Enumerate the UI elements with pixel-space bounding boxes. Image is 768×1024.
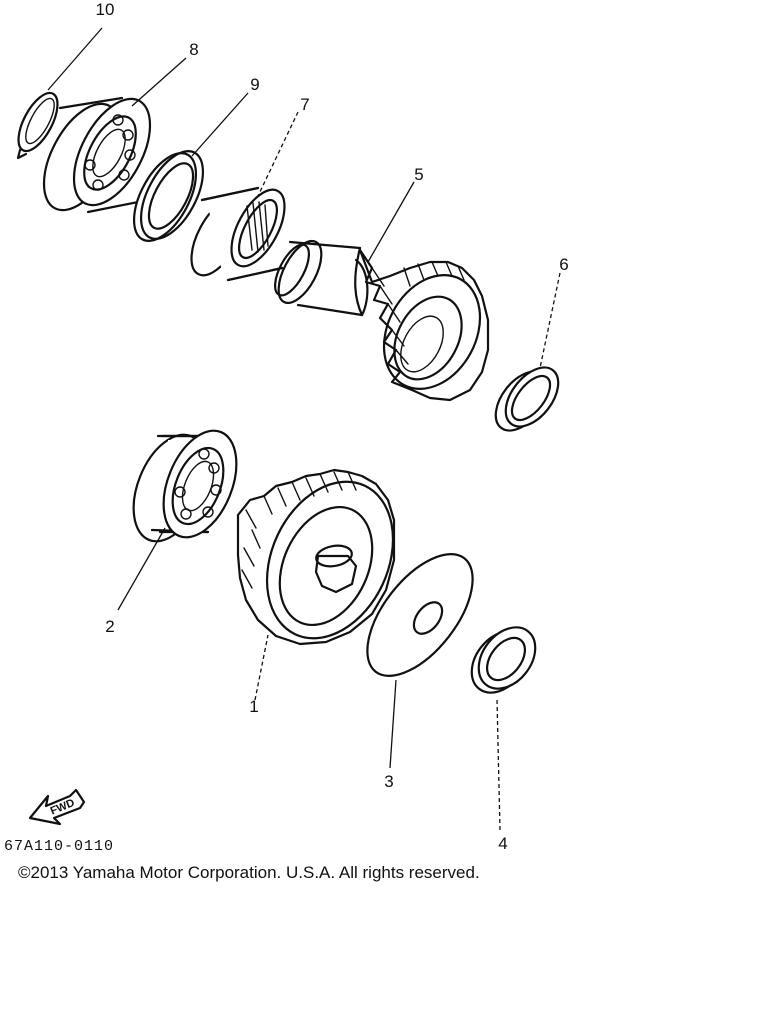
callout-3[interactable]: 3 [384, 772, 393, 791]
part-6-collar[interactable] [485, 358, 568, 440]
callout-8[interactable]: 8 [189, 40, 198, 59]
callout-4[interactable]: 4 [498, 834, 507, 853]
part-1-gear[interactable] [236, 461, 417, 659]
callout-numbers: 10 8 9 7 5 6 2 1 3 4 [96, 0, 569, 853]
callout-6[interactable]: 6 [559, 255, 568, 274]
diagram-code: 67A110-0110 [4, 838, 114, 855]
part-8-bearing[interactable] [28, 87, 165, 223]
fwd-arrow: FWD [28, 788, 86, 826]
part-3-plate[interactable] [347, 536, 492, 694]
part-4-washer[interactable] [460, 616, 547, 703]
callout-9[interactable]: 9 [250, 75, 259, 94]
callout-5[interactable]: 5 [414, 165, 423, 184]
callout-10[interactable]: 10 [96, 0, 115, 19]
leader-lines [47, 27, 561, 831]
part-10-circlip[interactable] [11, 87, 66, 160]
callout-1[interactable]: 1 [249, 697, 258, 716]
callout-2[interactable]: 2 [105, 617, 114, 636]
callout-7[interactable]: 7 [300, 95, 309, 114]
part-2-bearing[interactable] [119, 420, 250, 552]
part-5-gear-shaft[interactable] [268, 234, 499, 405]
copyright-notice: ©2013 Yamaha Motor Corporation. U.S.A. A… [18, 863, 480, 882]
part-7-needle-bearing[interactable] [181, 182, 296, 284]
